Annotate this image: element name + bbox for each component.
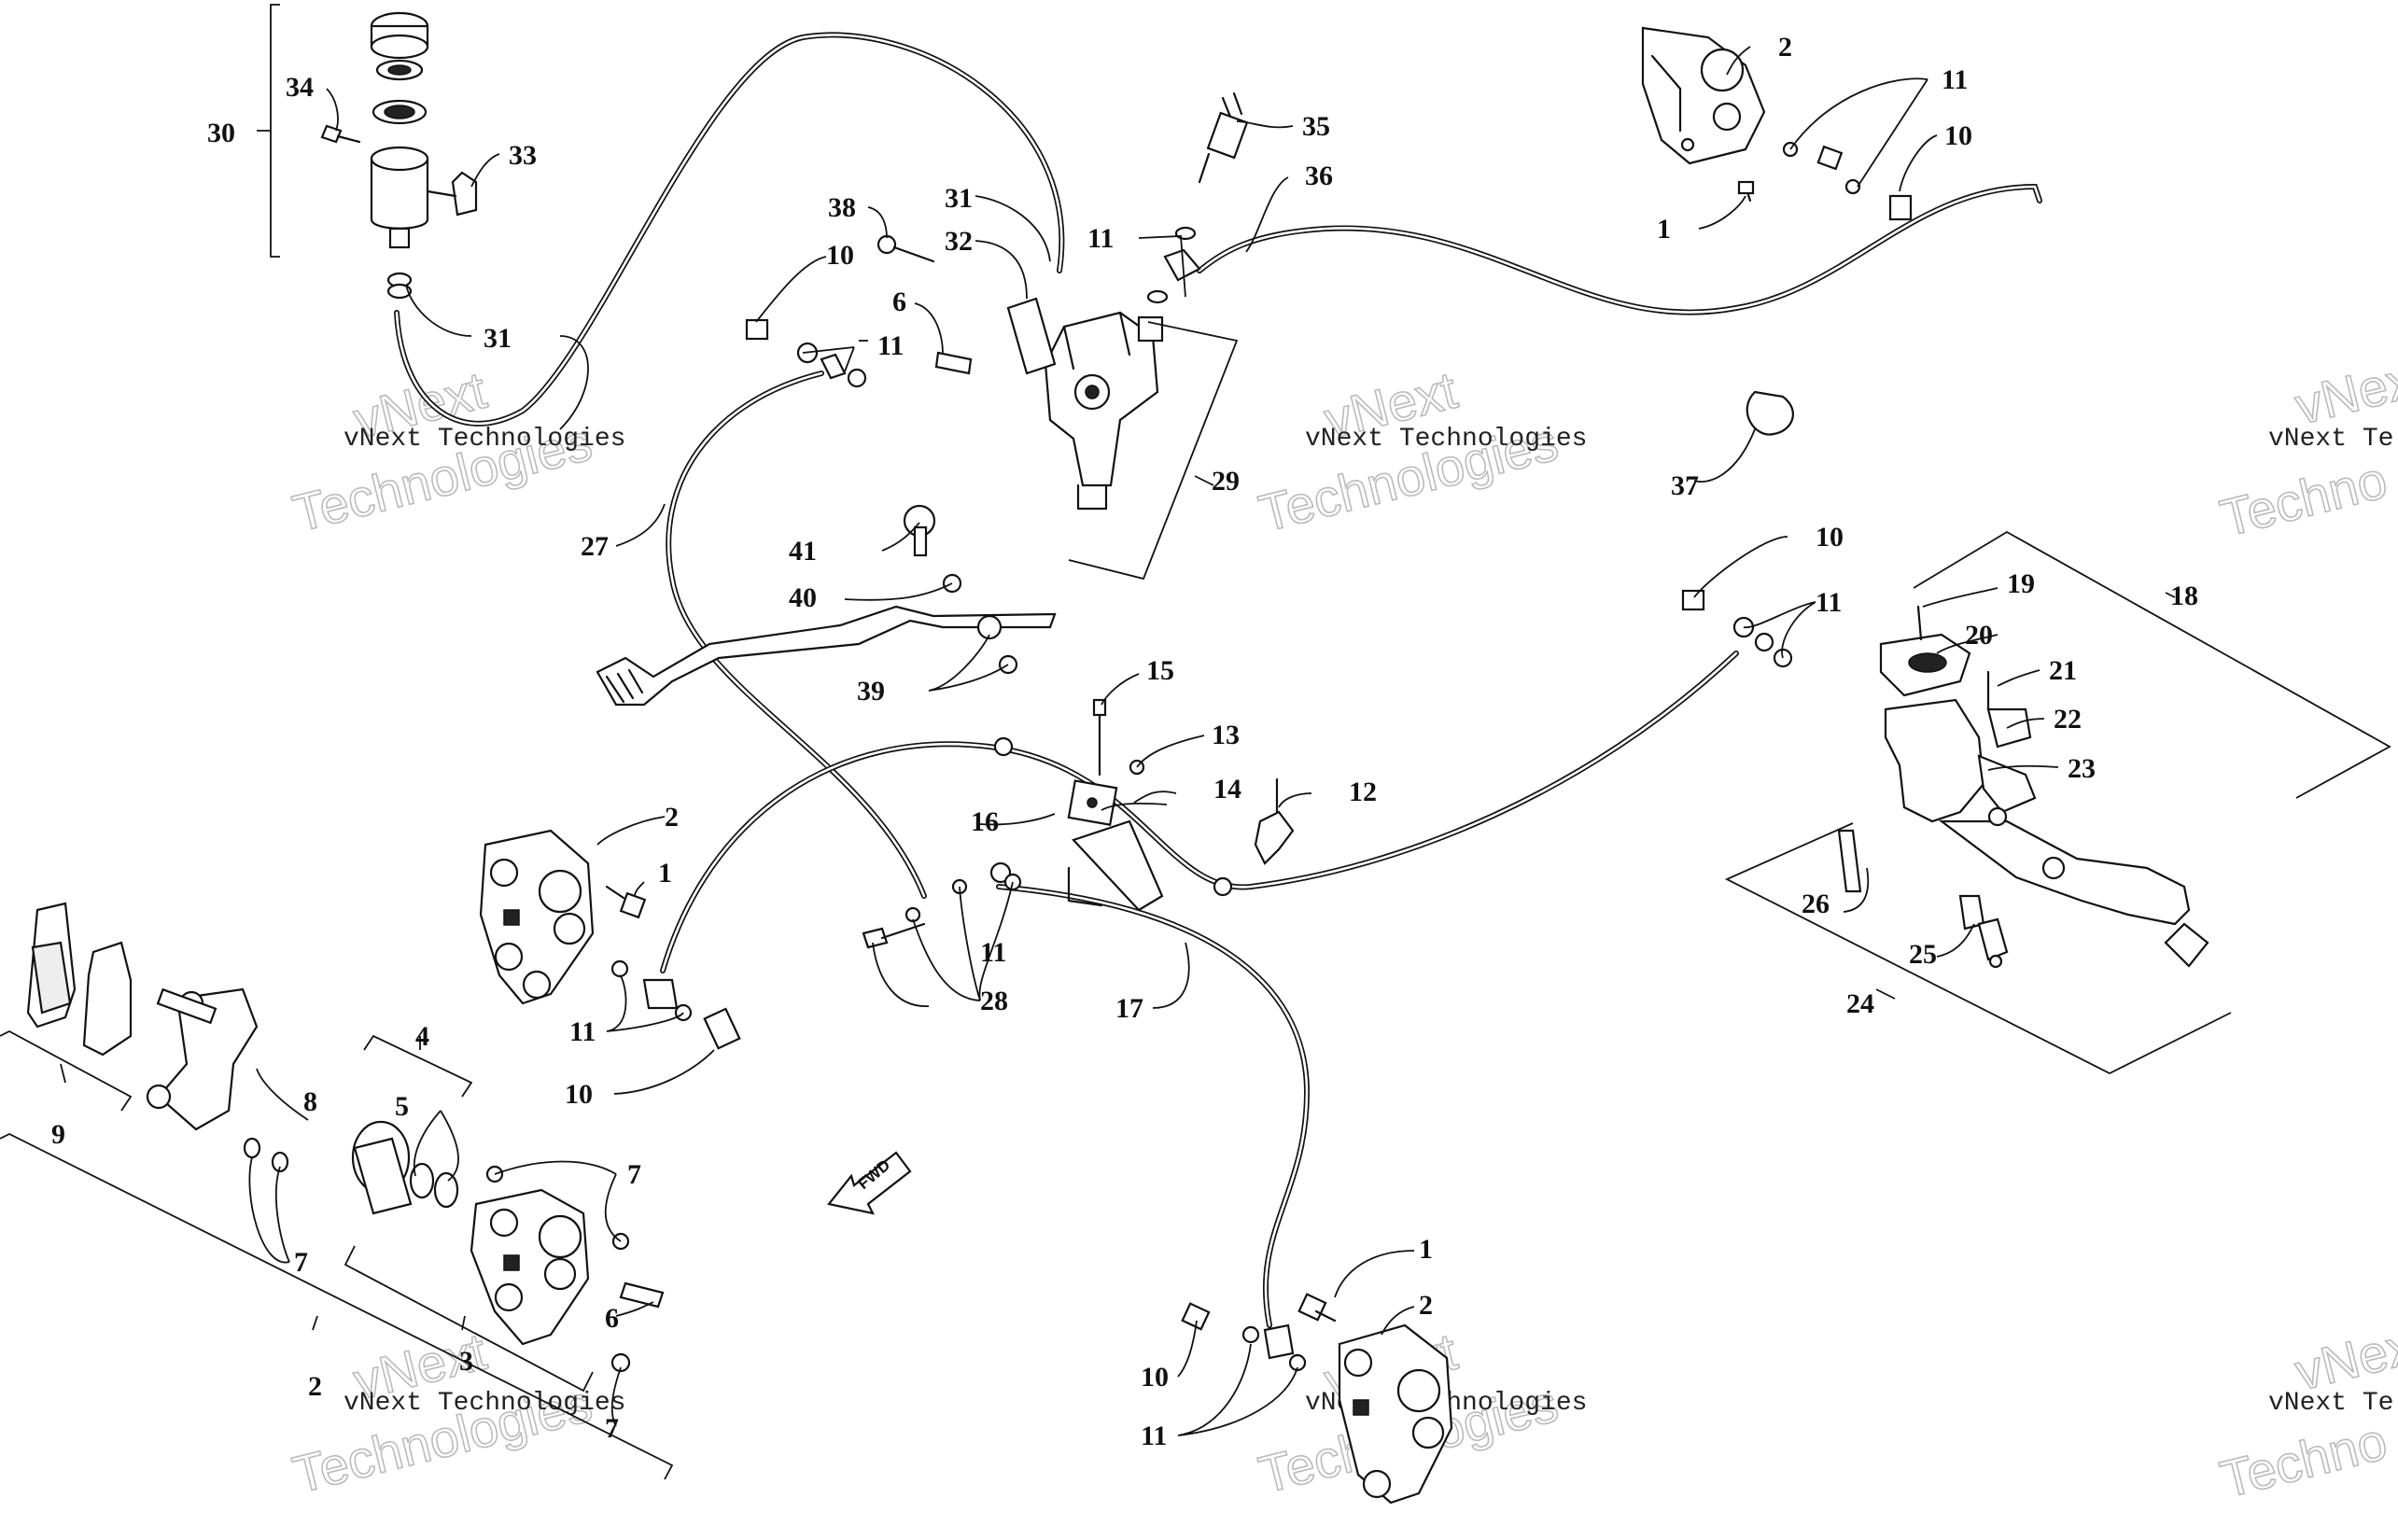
callout-labels: 30 34 33 31 38 32 31 35 36 10 6 11 11 2 … bbox=[51, 32, 2198, 1451]
watermark-logo-line2: Techno bbox=[2215, 1411, 2392, 1509]
rear-caliper-body bbox=[470, 1165, 665, 1373]
callout-20: 20 bbox=[1965, 620, 1993, 651]
watermark-company: vNext Technologies bbox=[344, 1389, 625, 1418]
callout-11: 11 bbox=[1087, 223, 1114, 254]
callout-2: 2 bbox=[665, 802, 679, 833]
callout-40: 40 bbox=[789, 582, 817, 613]
callout-6: 6 bbox=[892, 287, 906, 317]
banjo-bolt-middle bbox=[862, 861, 1022, 949]
callout-24: 24 bbox=[1846, 988, 1874, 1019]
callout-31: 31 bbox=[945, 183, 973, 214]
hose-clip bbox=[1746, 390, 1794, 436]
watermark-company: vNext Te bbox=[2268, 425, 2393, 454]
callout-3: 3 bbox=[459, 1346, 473, 1377]
callout-13: 13 bbox=[1212, 720, 1240, 750]
forward-direction-arrow: FWD bbox=[827, 1151, 912, 1215]
callout-9: 9 bbox=[51, 1119, 65, 1150]
callout-23: 23 bbox=[2068, 753, 2096, 784]
junction-block bbox=[993, 698, 1295, 912]
callout-36: 36 bbox=[1305, 161, 1333, 191]
callout-31: 31 bbox=[484, 323, 512, 354]
watermark-logo-line1: vNext bbox=[2290, 346, 2398, 436]
callout-1: 1 bbox=[1419, 1234, 1433, 1265]
callout-1: 1 bbox=[1657, 214, 1671, 245]
watermark-bottom-left: vNext Technologies vNext Technologies bbox=[287, 1321, 626, 1505]
callout-37: 37 bbox=[1671, 470, 1699, 501]
callout-10: 10 bbox=[565, 1079, 593, 1110]
callout-28: 28 bbox=[980, 986, 1008, 1016]
front-bottom-caliper bbox=[1181, 1293, 1453, 1505]
callout-27: 27 bbox=[581, 531, 609, 562]
group-brackets bbox=[0, 4, 2391, 1480]
callout-33: 33 bbox=[509, 140, 537, 171]
callout-1: 1 bbox=[658, 858, 672, 889]
callout-22: 22 bbox=[2054, 704, 2082, 735]
watermark-company: vNext Te bbox=[2268, 1389, 2393, 1418]
callout-5: 5 bbox=[395, 1091, 409, 1122]
callout-11: 11 bbox=[877, 330, 904, 361]
callout-2: 2 bbox=[1778, 32, 1792, 63]
callout-11: 11 bbox=[1816, 587, 1842, 618]
callout-7: 7 bbox=[605, 1413, 619, 1444]
brake-pads bbox=[26, 902, 133, 1057]
callout-10: 10 bbox=[1141, 1362, 1169, 1393]
watermark-logo-line2: Techno bbox=[2215, 450, 2392, 548]
callout-41: 41 bbox=[789, 536, 817, 567]
callout-21: 21 bbox=[2049, 655, 2077, 686]
watermark-top-right: vNext Techno vNext Te bbox=[2214, 345, 2398, 548]
callout-15: 15 bbox=[1146, 655, 1174, 686]
callout-11: 11 bbox=[569, 1016, 596, 1047]
callout-38: 38 bbox=[828, 192, 856, 223]
callout-32: 32 bbox=[945, 226, 973, 257]
callout-6: 6 bbox=[605, 1303, 619, 1334]
callout-17: 17 bbox=[1115, 993, 1143, 1024]
callout-11: 11 bbox=[1942, 64, 1968, 95]
callout-39: 39 bbox=[857, 676, 885, 707]
callout-10: 10 bbox=[1944, 120, 1972, 151]
callout-19: 19 bbox=[2007, 568, 2035, 599]
callout-4: 4 bbox=[415, 1021, 429, 1052]
caliper-pistons bbox=[243, 1120, 459, 1215]
callout-11: 11 bbox=[980, 937, 1006, 968]
callout-34: 34 bbox=[286, 72, 314, 103]
callout-16: 16 bbox=[971, 806, 999, 837]
callout-25: 25 bbox=[1909, 939, 1937, 970]
callout-2: 2 bbox=[308, 1371, 322, 1402]
callout-7: 7 bbox=[627, 1159, 641, 1190]
callout-35: 35 bbox=[1302, 111, 1330, 142]
callout-30: 30 bbox=[207, 118, 235, 148]
callout-29: 29 bbox=[1212, 466, 1240, 497]
callout-8: 8 bbox=[303, 1086, 317, 1117]
watermark-top-left: vNext Technologies vNext Technologies bbox=[287, 359, 626, 543]
callout-2: 2 bbox=[1419, 1290, 1433, 1321]
reservoir-assembly bbox=[320, 11, 478, 300]
watermark-top-center: vNext Technologies vNext Technologies bbox=[1253, 359, 1588, 543]
caliper-bracket bbox=[146, 987, 259, 1131]
brake-hoses bbox=[394, 32, 2042, 1328]
leader-lines bbox=[248, 46, 2059, 1436]
rear-master-cylinder bbox=[876, 234, 1164, 511]
front-right-caliper-top bbox=[1641, 26, 1913, 221]
callout-14: 14 bbox=[1213, 774, 1241, 805]
callout-11: 11 bbox=[1141, 1421, 1167, 1451]
callout-18: 18 bbox=[2170, 581, 2198, 611]
watermark-company: vNext Technologies bbox=[344, 425, 625, 454]
brake-pedal bbox=[596, 504, 1057, 707]
callout-26: 26 bbox=[1802, 889, 1830, 919]
front-left-caliper bbox=[479, 829, 741, 1050]
watermark-company: vNext Technologies bbox=[1305, 425, 1587, 454]
callout-10: 10 bbox=[826, 240, 854, 271]
callout-7: 7 bbox=[294, 1247, 308, 1278]
watermark-bottom-right: vNext Techno vNext Te bbox=[2214, 1311, 2398, 1509]
callout-12: 12 bbox=[1349, 777, 1377, 807]
front-master-cylinder bbox=[1681, 589, 2209, 969]
callout-10: 10 bbox=[1816, 522, 1844, 553]
